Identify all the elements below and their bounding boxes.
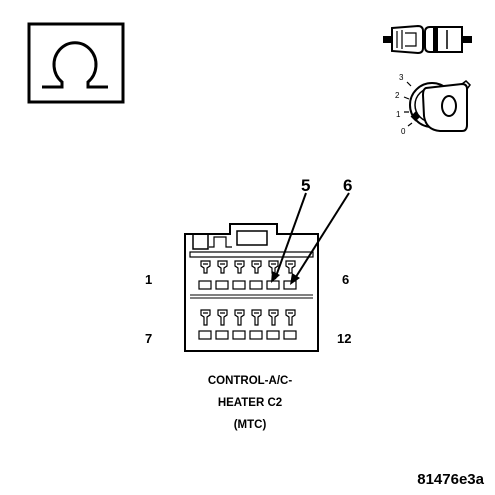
caption-line-3: (MTC)	[234, 419, 267, 431]
callout-5: 5	[301, 176, 310, 195]
connector-icon	[383, 24, 472, 55]
cavity-row-bottom	[198, 309, 297, 340]
caption-line-2: HEATER C2	[218, 397, 282, 409]
pin-label-6: 6	[342, 272, 349, 287]
pin-label-7: 7	[145, 331, 152, 346]
ignition-position-2: 2	[395, 91, 400, 100]
callout-arrow-6	[290, 192, 350, 285]
pin-label-12: 12	[337, 331, 351, 346]
ignition-position-1: 1	[396, 110, 401, 119]
ignition-position-0: 0	[401, 127, 406, 136]
connector-face	[184, 223, 319, 352]
ignition-position-3: 3	[399, 73, 404, 82]
ignition-key-icon: 3 2 1 0	[395, 73, 471, 136]
ohm-icon	[27, 22, 125, 104]
pin-label-1: 1	[145, 272, 152, 287]
caption-line-1: CONTROL-A/C-	[208, 375, 292, 387]
callout-arrow-5	[271, 192, 307, 283]
callout-6: 6	[343, 176, 352, 195]
figure-id: 81476e3a	[417, 471, 484, 488]
